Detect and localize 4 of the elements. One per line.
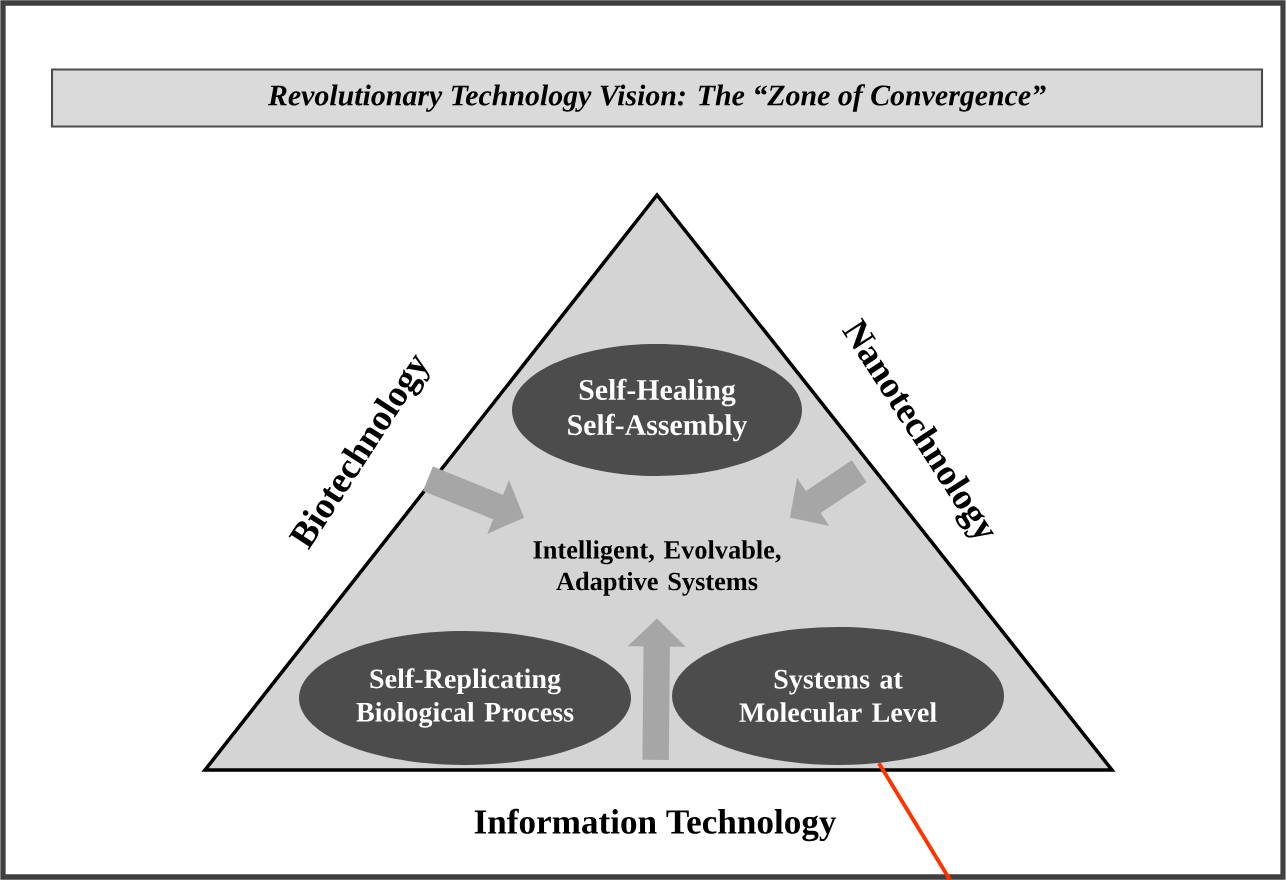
center-label: Intelligent, Evolvable, Adaptive Systems xyxy=(533,540,781,596)
leader-line xyxy=(877,762,952,880)
title-banner: Revolutionary Technology Vision: The “Zone of Convergence” xyxy=(50,68,1264,128)
side-label: Information Technology xyxy=(474,808,837,842)
